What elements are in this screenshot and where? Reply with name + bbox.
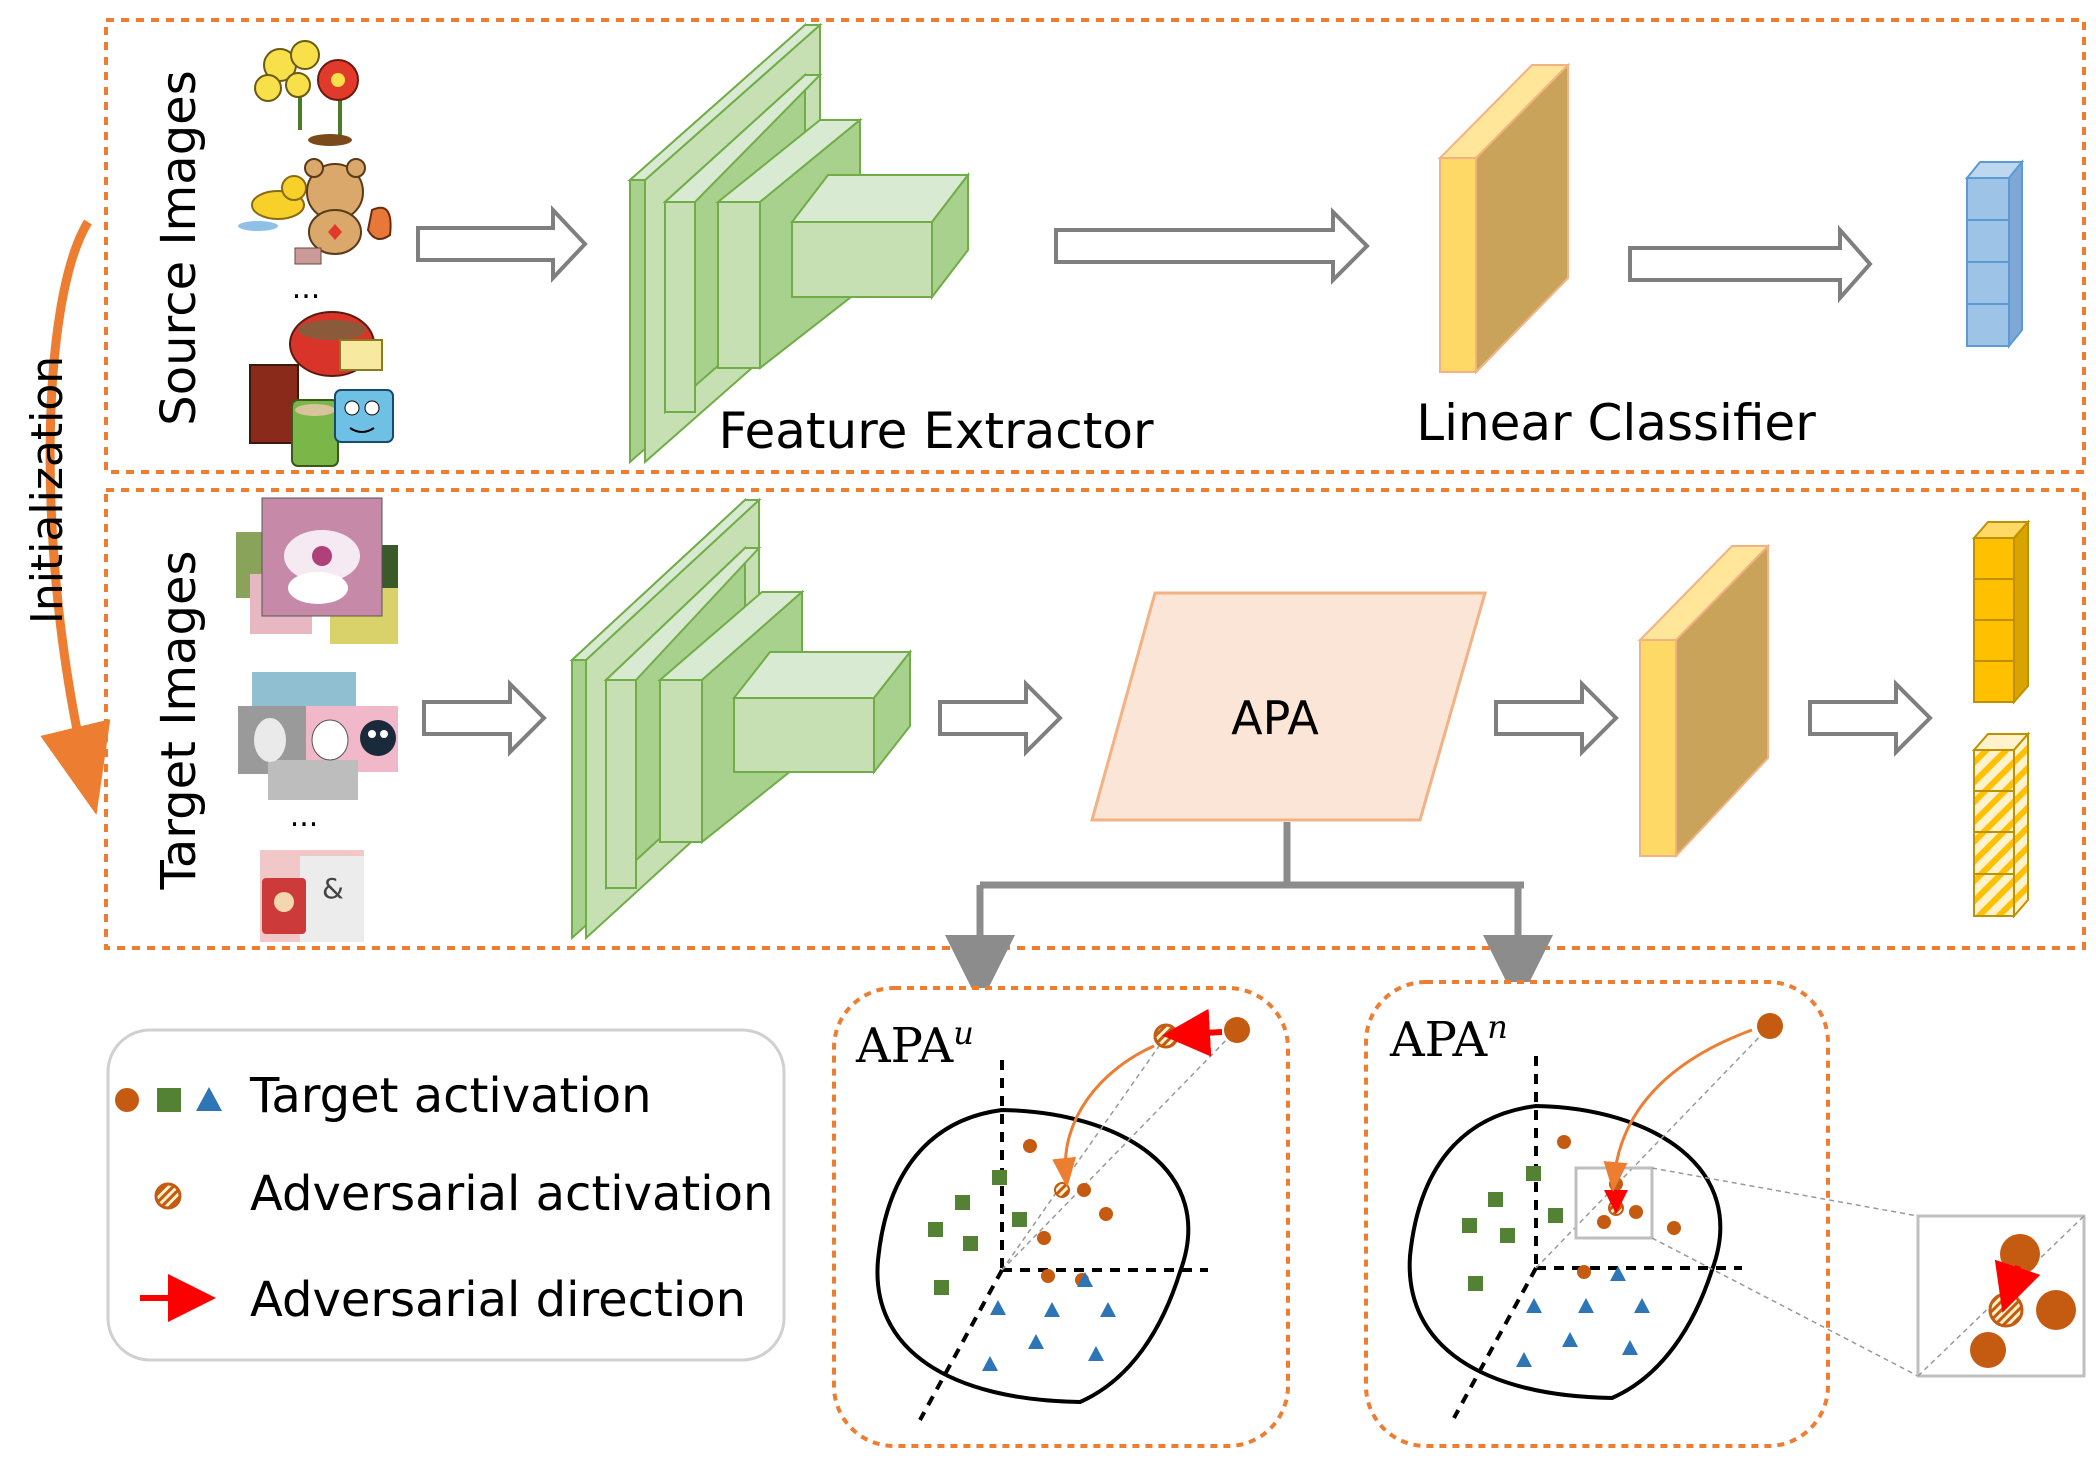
apa-u-title: APAu — [855, 1014, 974, 1074]
apa-n-title: APAn — [1389, 1008, 1508, 1068]
legend-dot-icon — [115, 1088, 139, 1112]
apa-n-panel: APAn — [1364, 980, 2086, 1448]
arrow-apa-to-classifier — [1494, 679, 1619, 757]
target-mug-photos: & — [260, 850, 364, 942]
target-stage-box — [104, 488, 2086, 950]
arrow-classifier-to-target-output — [1808, 679, 1933, 757]
apa-branch-connector — [945, 822, 1553, 1005]
mugs-image — [249, 311, 394, 467]
source-images-label: Source Images — [151, 70, 207, 425]
apa-u-panel: APAu — [832, 986, 1290, 1448]
target-flower-photos — [236, 497, 398, 644]
legend-square-icon — [157, 1088, 181, 1112]
feature-extractor-label: Feature Extractor — [718, 402, 1154, 460]
target-output-vector — [1971, 519, 2031, 705]
initialization-label: Initialization — [22, 356, 73, 624]
svg-text:&: & — [322, 872, 344, 905]
apa-label: APA — [1231, 691, 1319, 745]
arrow-extractor-to-apa — [938, 679, 1063, 757]
target-images-label: Target Images — [151, 550, 207, 890]
legend: Target activation Adversarial activation… — [106, 1028, 786, 1362]
feature-extractor-target — [569, 497, 913, 941]
toys-image — [238, 158, 392, 265]
source-ellipsis: ... — [292, 271, 321, 306]
legend-adversarial-activation: Adversarial activation — [250, 1166, 773, 1222]
linear-classifier-target — [1637, 544, 1771, 859]
source-image-thumbnails: ... — [238, 40, 394, 467]
initialization-arrow — [40, 219, 111, 816]
target-adversarial-output-vector — [1971, 731, 2031, 919]
linear-classifier-label: Linear Classifier — [1416, 394, 1816, 452]
linear-classifier-source — [1437, 62, 1571, 375]
arrow-classifier-to-output — [1628, 224, 1873, 304]
source-output-vector — [1964, 159, 2025, 349]
apa-module: APA — [1090, 591, 1487, 822]
arrow-extractor-to-classifier — [1054, 207, 1370, 285]
legend-adversarial-direction: Adversarial direction — [250, 1272, 746, 1328]
target-ellipsis: ... — [290, 799, 319, 834]
arrow-source-to-extractor — [416, 204, 588, 284]
feature-extractor-source — [627, 22, 971, 465]
legend-triangle-icon — [196, 1087, 222, 1111]
legend-adversarial-dot-icon — [154, 1182, 182, 1210]
target-toy-photos — [238, 672, 398, 800]
arrow-target-to-extractor — [422, 679, 547, 757]
legend-target-activation: Target activation — [249, 1068, 651, 1124]
target-image-thumbnails: ... & — [236, 497, 398, 942]
flower-image — [254, 40, 359, 146]
